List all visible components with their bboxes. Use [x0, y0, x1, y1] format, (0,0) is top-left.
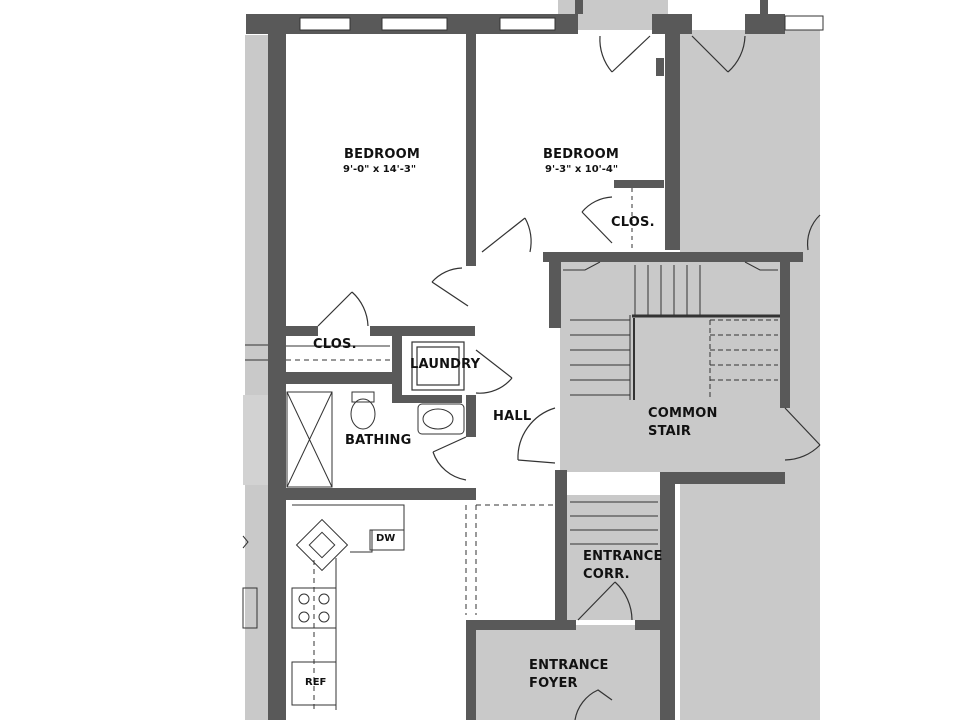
laundry-label: LAUNDRY — [410, 357, 481, 372]
doors — [317, 35, 821, 720]
common-stair-label-1: COMMON — [648, 406, 718, 421]
common-stair-label-2: STAIR — [648, 424, 692, 439]
outlines — [245, 188, 633, 615]
misc-marks — [575, 0, 768, 76]
entrance-foyer-label-1: ENTRANCE — [529, 658, 609, 673]
bedroom-1-dims: 9'-0" x 14'-3" — [343, 164, 417, 175]
hall-label: HALL — [493, 409, 532, 424]
walls — [246, 14, 803, 720]
bath-fixtures — [286, 391, 465, 488]
bedroom-2-label: BEDROOM — [543, 147, 620, 162]
windows — [299, 15, 824, 31]
entrance-foyer-label-2: FOYER — [529, 676, 578, 691]
dishwasher-label: DW — [376, 533, 396, 544]
bedroom-1-label: BEDROOM — [344, 147, 421, 162]
closet-right-label: CLOS. — [611, 215, 655, 230]
entrance-corr-label-2: CORR. — [583, 567, 630, 582]
entrance-corr-label-1: ENTRANCE — [583, 549, 663, 564]
closet-left-label: CLOS. — [313, 337, 357, 352]
common-stair-treads — [563, 261, 780, 545]
refrigerator-label: REF — [305, 677, 327, 688]
laundry-washer — [411, 341, 465, 391]
bathing-label: BATHING — [345, 433, 412, 448]
kitchen-fixtures — [242, 504, 405, 710]
bedroom-2-dims: 9'-3" x 10'-4" — [545, 164, 619, 175]
